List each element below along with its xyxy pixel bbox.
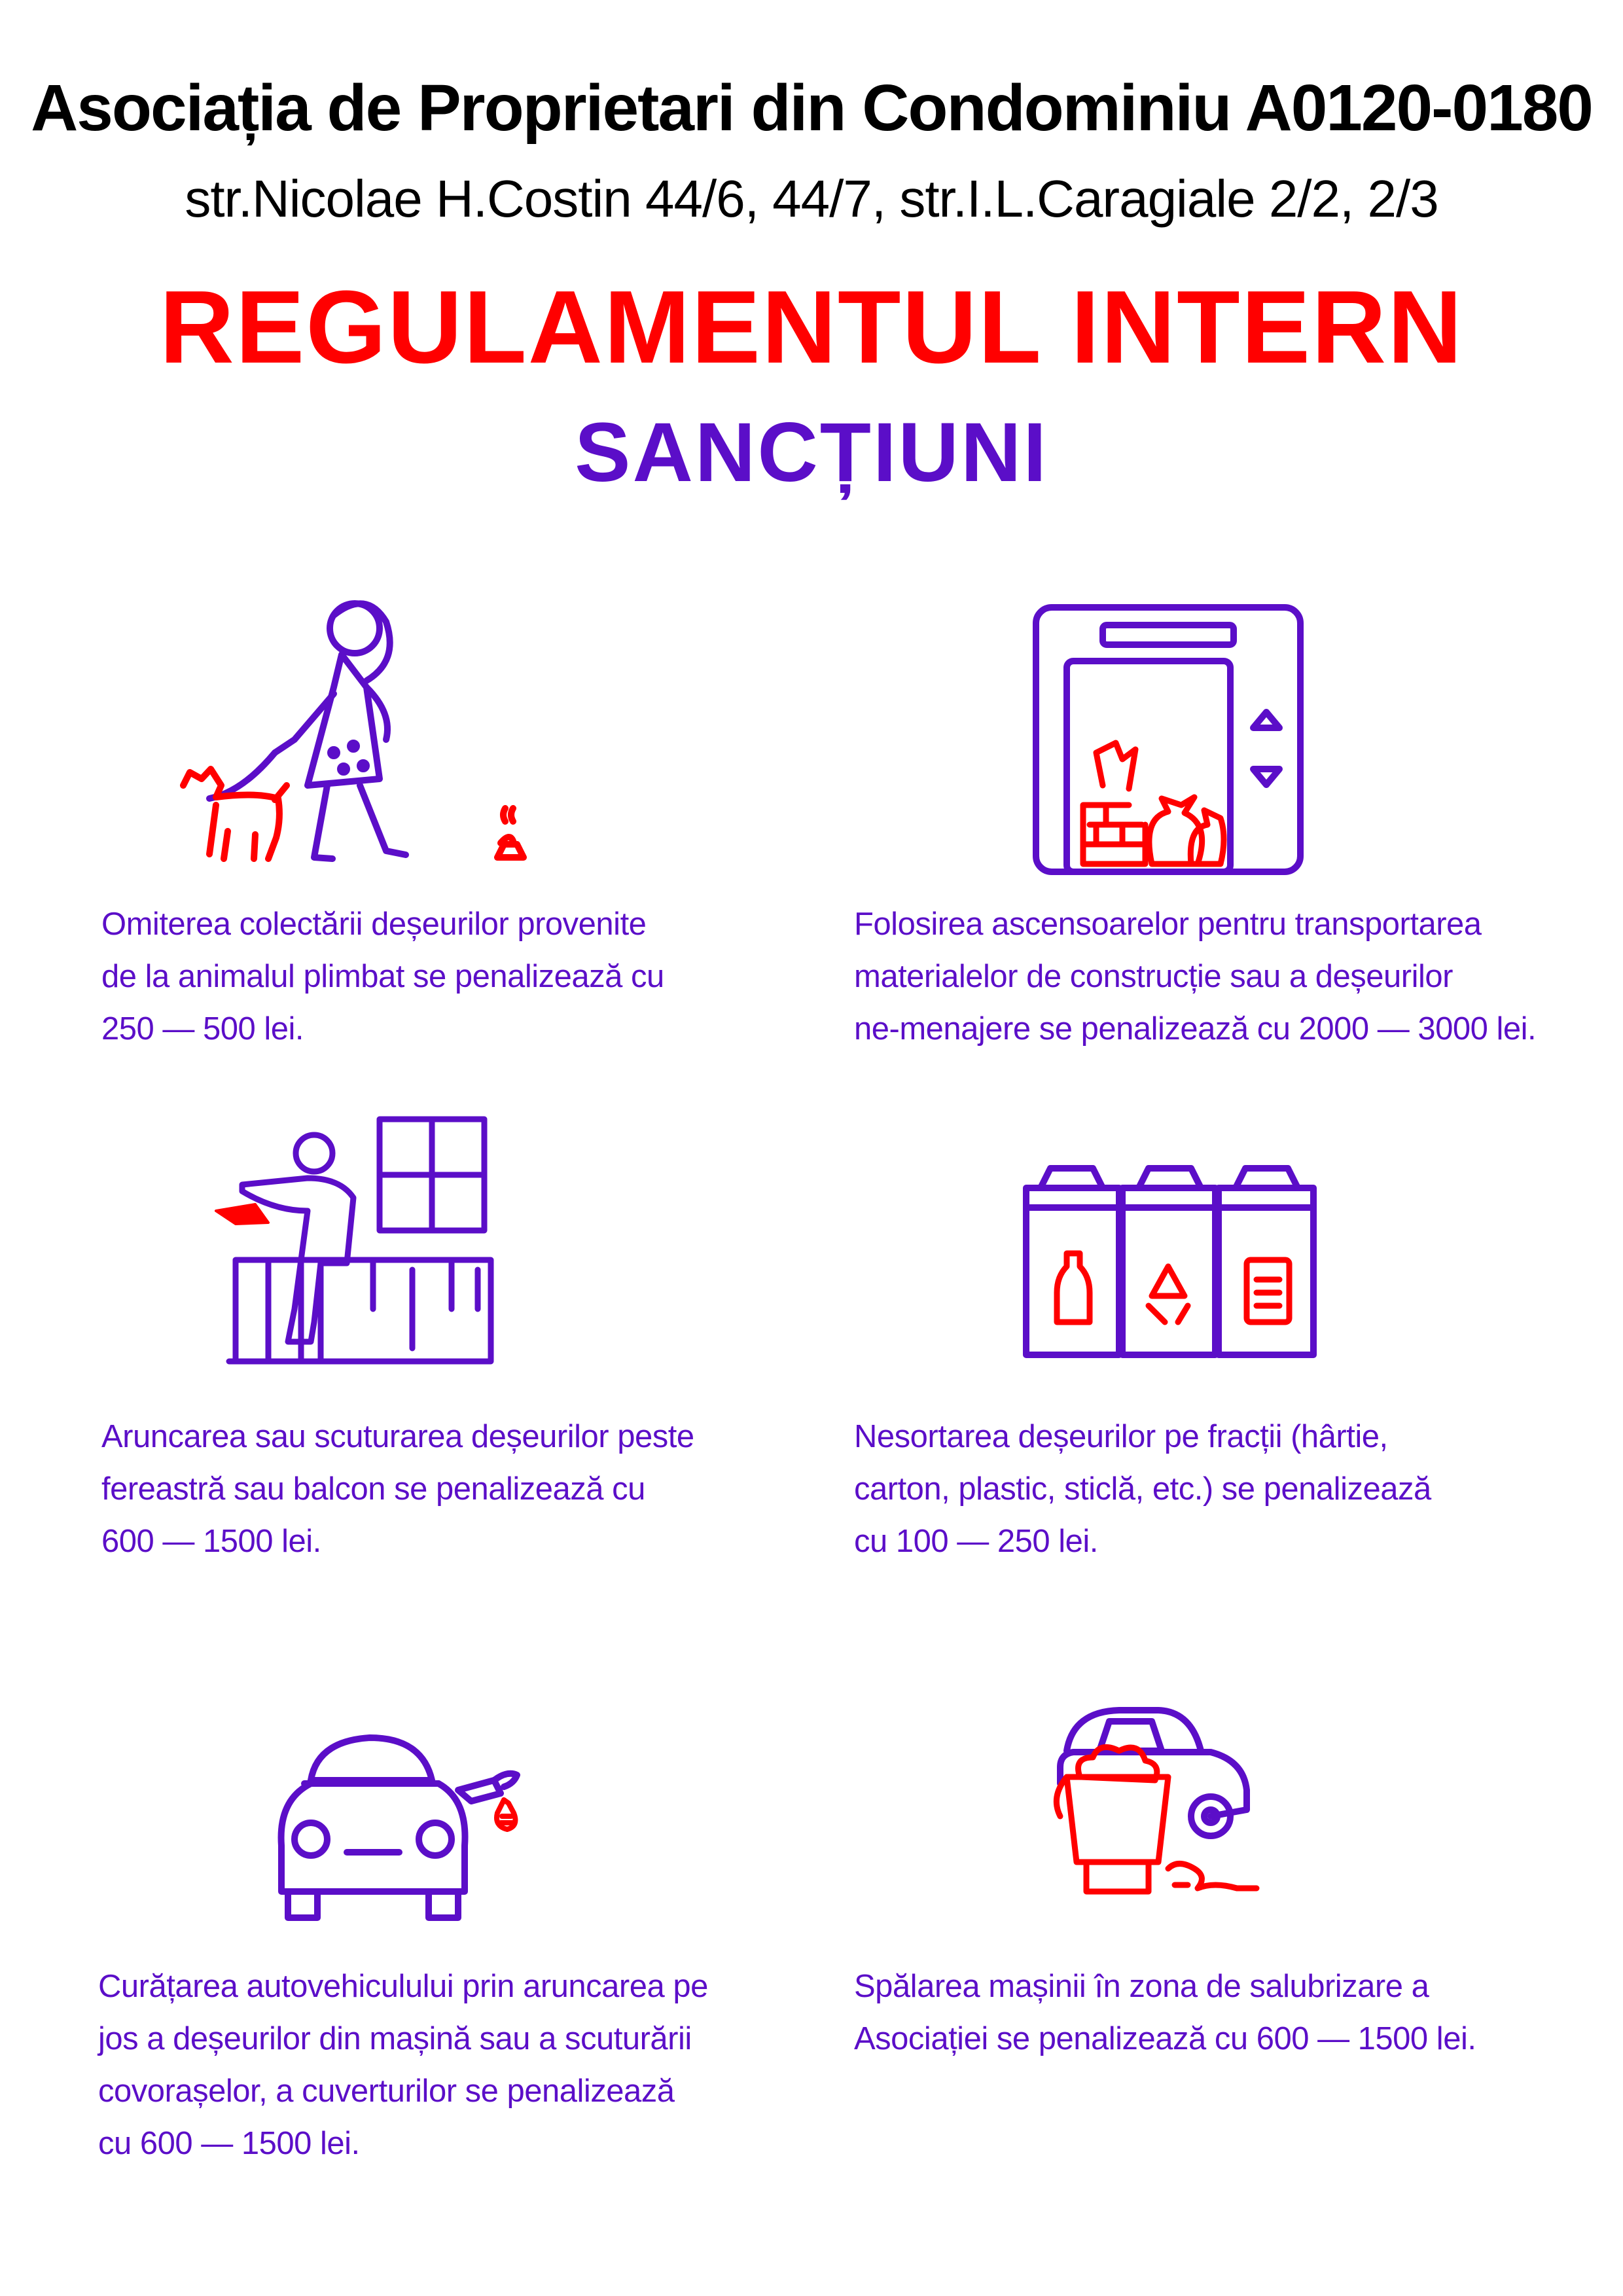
rule-1-text: Omiterea colectării deșeurilor provenite… (101, 906, 664, 1047)
rule-2-text: Folosirea ascensoarelor pentru transport… (854, 906, 1537, 1047)
elevator-construction-waste-icon (1031, 602, 1306, 877)
association-address: str.Nicolae H.Costin 44/6, 44/7, str.I.L… (185, 170, 1438, 228)
car-washing-bucket-icon (1047, 1705, 1263, 1921)
sorting-bins-icon (1021, 1162, 1319, 1358)
rule-5-text: Curățarea autovehiculului prin aruncarea… (98, 1969, 708, 2161)
rule-6-text: Spălarea mașinii în zona de salubrizare … (854, 1969, 1476, 2056)
woman-walking-dog-icon (170, 589, 537, 877)
page-subtitle: SANCȚIUNI (575, 406, 1048, 499)
page-title: REGULAMENTUL INTERN (159, 270, 1464, 385)
rule-3-text: Aruncarea sau scuturarea deșeurilor pest… (101, 1419, 694, 1559)
car-littering-icon (272, 1728, 546, 1931)
person-throwing-from-balcony-icon (215, 1113, 494, 1368)
association-name: Asociația de Proprietari din Condominiu … (31, 71, 1594, 145)
rule-4-text: Nesortarea deșeurilor pe fracții (hârtie… (854, 1419, 1431, 1559)
